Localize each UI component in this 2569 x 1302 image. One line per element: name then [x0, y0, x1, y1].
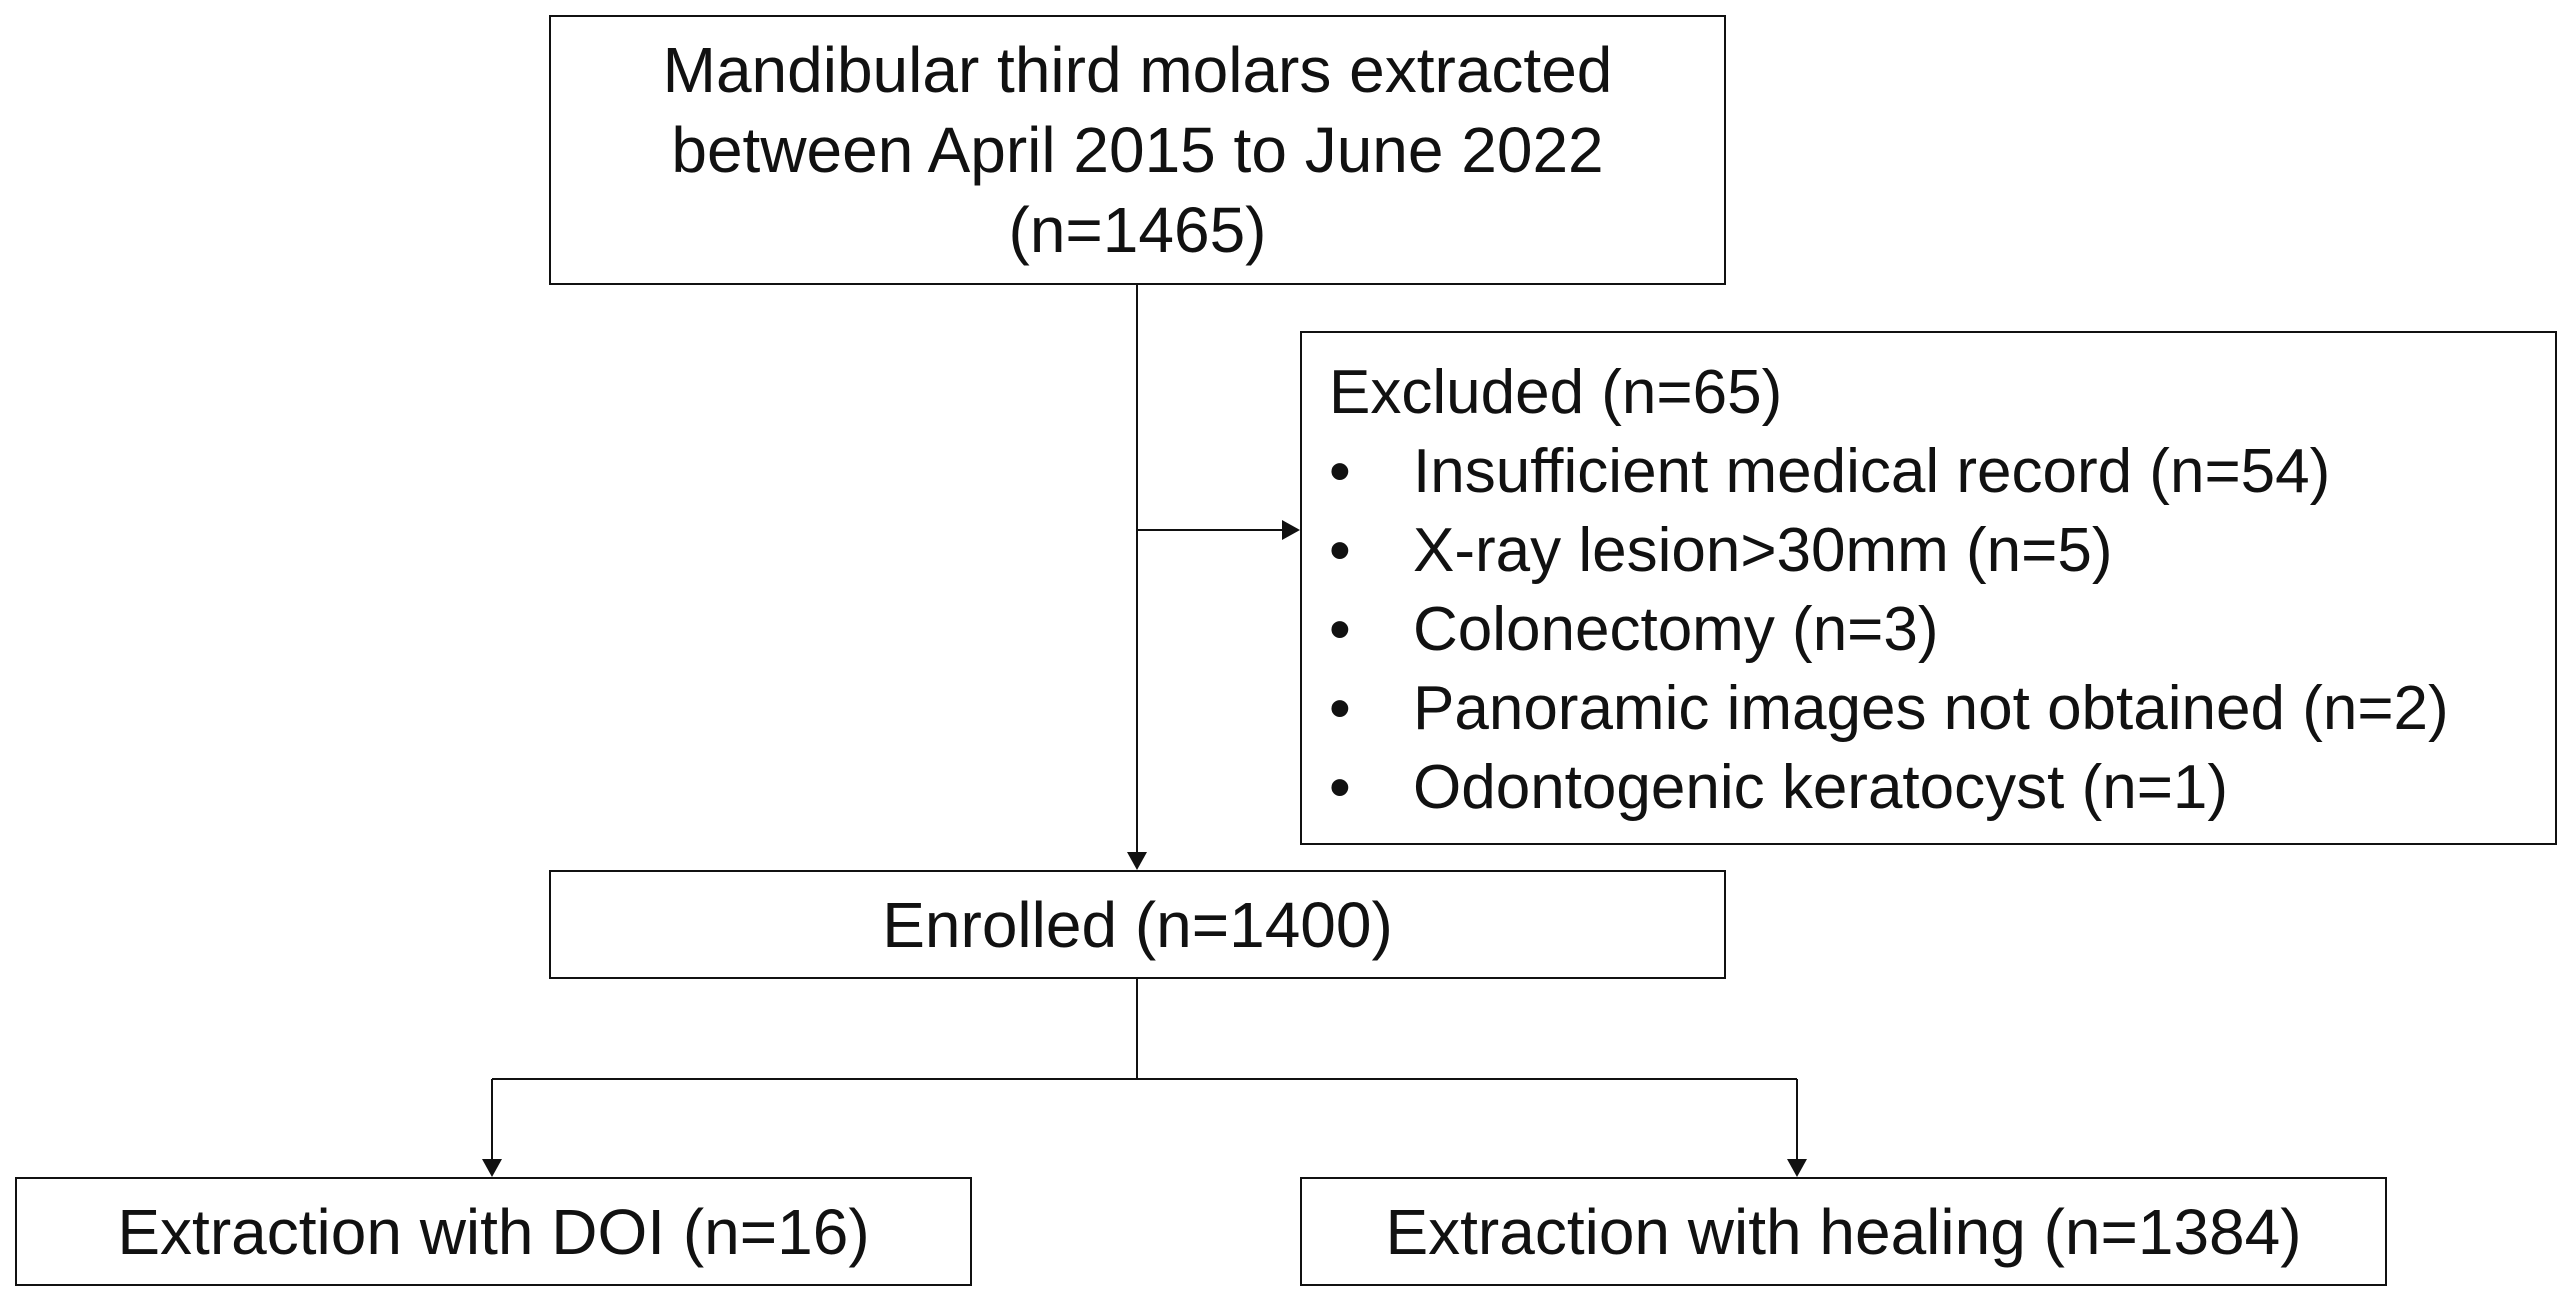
excluded-reason-text: Insufficient medical record (n=54): [1413, 437, 2331, 506]
excluded-reason-item: • Odontogenic keratocyst (n=1): [1329, 748, 2555, 827]
bullet-icon: •: [1329, 595, 1351, 664]
doi-outcome-label: Extraction with DOI (n=16): [117, 1195, 870, 1268]
start-box: Mandibular third molars extracted betwee…: [549, 15, 1726, 285]
excluded-reason-text: X-ray lesion>30mm (n=5): [1413, 516, 2113, 585]
excluded-box: Excluded (n=65) • Insufficient medical r…: [1300, 331, 2557, 845]
start-box-line-1: Mandibular third molars extracted: [662, 34, 1613, 106]
excluded-reason-item: • Insufficient medical record (n=54): [1329, 432, 2555, 511]
excluded-reason-item: • Panoramic images not obtained (n=2): [1329, 669, 2555, 748]
healing-outcome-label: Extraction with healing (n=1384): [1385, 1195, 2302, 1268]
excluded-reason-text: Panoramic images not obtained (n=2): [1413, 674, 2449, 743]
bullet-icon: •: [1329, 674, 1351, 743]
excluded-reason-text: Odontogenic keratocyst (n=1): [1413, 753, 2229, 822]
excluded-reason-text: Colonectomy (n=3): [1413, 595, 1939, 664]
excluded-reasons-list: • Insufficient medical record (n=54) • X…: [1329, 432, 2555, 827]
start-box-line-2: between April 2015 to June 2022: [671, 114, 1604, 186]
arrowhead-doi: [482, 1159, 502, 1177]
enrolled-box: Enrolled (n=1400): [549, 870, 1726, 979]
arrowhead-healing: [1787, 1159, 1807, 1177]
bullet-icon: •: [1329, 753, 1351, 822]
enrolled-label: Enrolled (n=1400): [882, 888, 1393, 961]
start-box-count: (n=1465): [1008, 194, 1267, 266]
excluded-reason-item: • Colonectomy (n=3): [1329, 590, 2555, 669]
bullet-icon: •: [1329, 437, 1351, 506]
bullet-icon: •: [1329, 516, 1351, 585]
doi-outcome-box: Extraction with DOI (n=16): [15, 1177, 972, 1286]
excluded-reason-item: • X-ray lesion>30mm (n=5): [1329, 511, 2555, 590]
healing-outcome-box: Extraction with healing (n=1384): [1300, 1177, 2387, 1286]
arrowhead-enrolled: [1127, 852, 1147, 870]
excluded-title: Excluded (n=65): [1329, 358, 1783, 427]
arrowhead-excluded: [1282, 520, 1300, 540]
